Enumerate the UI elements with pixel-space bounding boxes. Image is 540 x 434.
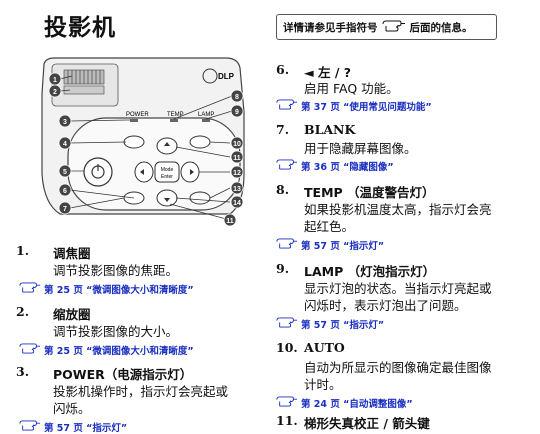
power-button[interactable] — [83, 157, 113, 187]
svg-text:Enter: Enter — [161, 174, 173, 180]
callout-2: 2 — [53, 89, 57, 96]
page-title: 投影机 — [44, 15, 116, 41]
mode-enter-button[interactable] — [154, 161, 180, 183]
item-description: 起红色。 — [304, 219, 355, 234]
reference-note: 详情请参见手指符号 后面的信息。 — [276, 14, 497, 40]
item-description: 用于隐藏屏幕图像。 — [304, 141, 417, 156]
pointing-hand-icon — [276, 159, 298, 173]
up-arrow-icon — [164, 142, 170, 146]
pointing-hand-icon — [382, 20, 406, 35]
item-heading: ◄ 左 / ? — [304, 65, 351, 80]
pointing-hand-icon — [276, 99, 298, 113]
pointing-hand-icon — [276, 317, 298, 331]
temp-indicator-label: TEMP — [167, 112, 184, 118]
pointing-hand-icon — [276, 396, 298, 410]
item-description: 如果投影机温度太高，指示灯会亮 — [304, 202, 492, 217]
pointing-hand-icon — [19, 420, 41, 434]
callout-10: 10 — [233, 141, 241, 148]
page-reference[interactable]: 第 57 页 “指示灯” — [276, 317, 384, 331]
page-reference[interactable]: 第 24 页 “自动调整图像” — [276, 396, 413, 410]
item-description: 调节投影图像的焦距。 — [53, 263, 179, 278]
source-button[interactable] — [123, 135, 145, 149]
item-description: 闪烁时，表示灯泡出了问题。 — [304, 298, 467, 313]
lamp-indicator-label: LAMP — [198, 112, 214, 118]
pointing-hand-icon — [19, 343, 41, 357]
page-reference[interactable]: 第 25 页 “微调图像大小和清晰度” — [19, 343, 194, 357]
item-heading: 调焦圈 — [53, 246, 91, 261]
menu-button[interactable] — [189, 135, 211, 149]
callout-1: 1 — [53, 77, 57, 84]
item-description: 自动为所显示的图像确定最佳图像 — [304, 360, 492, 375]
callout-8: 8 — [235, 94, 239, 101]
item-heading: AUTO — [304, 340, 345, 355]
item-description: 闪烁。 — [53, 401, 91, 416]
item-description: 计时。 — [304, 377, 342, 392]
callout-11-lower: 11 — [226, 218, 234, 225]
dlp-logo: DLP — [218, 72, 235, 81]
callout-13: 13 — [233, 186, 241, 193]
item-heading: 缩放圈 — [53, 307, 91, 322]
callout-5: 5 — [63, 169, 67, 176]
item-heading: TEMP （温度警告灯） — [304, 185, 435, 200]
item-heading: POWER（电源指示灯） — [53, 367, 193, 382]
callout-3: 3 — [63, 119, 67, 126]
callout-9: 9 — [235, 109, 239, 116]
item-description: 投影机操作时，指示灯会亮起或 — [53, 384, 229, 399]
pointing-hand-icon — [19, 282, 41, 296]
right-arrow-icon — [190, 169, 194, 175]
callout-6: 6 — [63, 188, 67, 195]
callout-11: 11 — [233, 155, 241, 162]
svg-text:Mode: Mode — [161, 167, 174, 173]
reference-note-text-before: 详情请参见手指符号 — [283, 21, 378, 34]
page-reference[interactable]: 第 37 页 “使用常见问题功能” — [276, 99, 432, 113]
callout-4: 4 — [63, 141, 67, 148]
page-reference[interactable]: 第 57 页 “指示灯” — [276, 238, 384, 252]
auto-button[interactable] — [189, 191, 211, 205]
item-description: 调节投影图像的大小。 — [53, 324, 179, 339]
page-reference[interactable]: 第 57 页 “指示灯” — [19, 420, 127, 434]
page-reference[interactable]: 第 36 页 “隐藏图像” — [276, 159, 394, 173]
control-panel-diagram: DLP POWER TEMP LAMP Mode Enter — [30, 54, 274, 236]
item-heading: LAMP （灯泡指示灯） — [304, 264, 436, 279]
item-heading: BLANK — [304, 122, 356, 137]
callout-12: 12 — [233, 170, 241, 177]
callout-14: 14 — [233, 200, 241, 207]
down-arrow-icon — [164, 198, 170, 202]
item-heading: 梯形失真校正 / 箭头键 — [304, 416, 430, 431]
power-indicator-label: POWER — [126, 112, 149, 118]
reference-note-text-after: 后面的信息。 — [409, 21, 473, 34]
pointing-hand-icon — [276, 238, 298, 252]
page-reference[interactable]: 第 25 页 “微调图像大小和清晰度” — [19, 282, 194, 296]
left-arrow-icon — [140, 169, 144, 175]
item-description: 启用 FAQ 功能。 — [304, 81, 399, 96]
callout-7: 7 — [63, 206, 67, 213]
item-description: 显示灯泡的状态。当指示灯亮起或 — [304, 281, 492, 296]
